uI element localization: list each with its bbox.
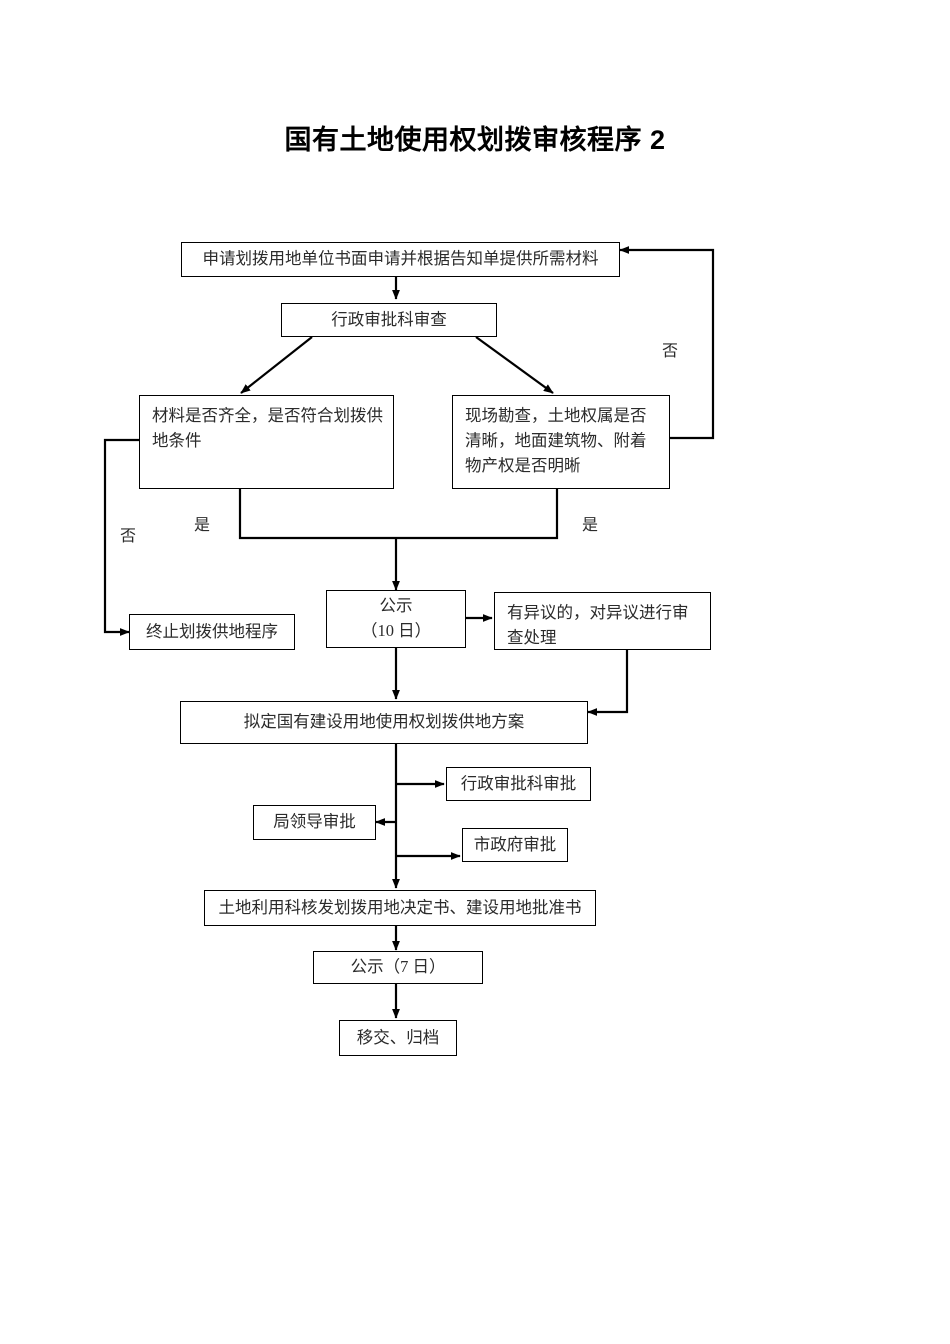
node-check-docs[interactable]: 材料是否齐全，是否符合划拨供地条件 <box>139 395 394 489</box>
node-draft-plan[interactable]: 拟定国有建设用地使用权划拨供地方案 <box>180 701 588 744</box>
node-draft-plan-label: 拟定国有建设用地使用权划拨供地方案 <box>243 712 525 732</box>
node-review[interactable]: 行政审批科审查 <box>281 303 497 337</box>
edge-label-yes-left: 是 <box>194 517 211 534</box>
node-terminate[interactable]: 终止划拨供地程序 <box>129 614 295 650</box>
node-dept-approve[interactable]: 行政审批科审批 <box>446 767 591 801</box>
node-city-approve[interactable]: 市政府审批 <box>462 828 568 862</box>
node-site-survey-label: 现场勘查，土地权属是否清晰，地面建筑物、附着物产权是否明晰 <box>465 406 647 475</box>
node-archive-label: 移交、归档 <box>356 1027 440 1047</box>
node-publicity10-label: 公示 （10 日） <box>360 596 432 640</box>
node-issue-cert[interactable]: 土地利用科核发划拨用地决定书、建设用地批准书 <box>204 890 596 926</box>
edge-label-no-right: 否 <box>662 343 679 360</box>
edge-label-yes-right: 是 <box>582 517 599 534</box>
node-city-approve-label: 市政府审批 <box>473 834 557 854</box>
node-dept-approve-label: 行政审批科审批 <box>460 773 577 793</box>
node-apply[interactable]: 申请划拨用地单位书面申请并根据告知单提供所需材料 <box>181 242 620 277</box>
node-publicity7[interactable]: 公示（7 日） <box>313 951 483 984</box>
node-archive[interactable]: 移交、归档 <box>339 1020 457 1056</box>
node-leader-approve-label: 局领导审批 <box>273 812 356 832</box>
node-publicity10[interactable]: 公示 （10 日） <box>326 590 466 648</box>
node-check-docs-label: 材料是否齐全，是否符合划拨供地条件 <box>152 406 383 450</box>
node-issue-cert-label: 土地利用科核发划拨用地决定书、建设用地批准书 <box>218 897 582 917</box>
node-terminate-label: 终止划拨供地程序 <box>146 621 278 641</box>
edge-label-no-left: 否 <box>120 528 137 545</box>
node-apply-label: 申请划拨用地单位书面申请并根据告知单提供所需材料 <box>202 249 599 269</box>
node-leader-approve[interactable]: 局领导审批 <box>253 805 376 840</box>
node-objection-label: 有异议的，对异议进行审查处理 <box>507 603 689 647</box>
node-site-survey[interactable]: 现场勘查，土地权属是否清晰，地面建筑物、附着物产权是否明晰 <box>452 395 670 489</box>
page-title: 国有土地使用权划拨审核程序 2 <box>284 125 666 155</box>
node-publicity7-label: 公示（7 日） <box>350 957 446 977</box>
node-objection[interactable]: 有异议的，对异议进行审查处理 <box>494 592 711 650</box>
node-review-label: 行政审批科审查 <box>331 309 447 329</box>
